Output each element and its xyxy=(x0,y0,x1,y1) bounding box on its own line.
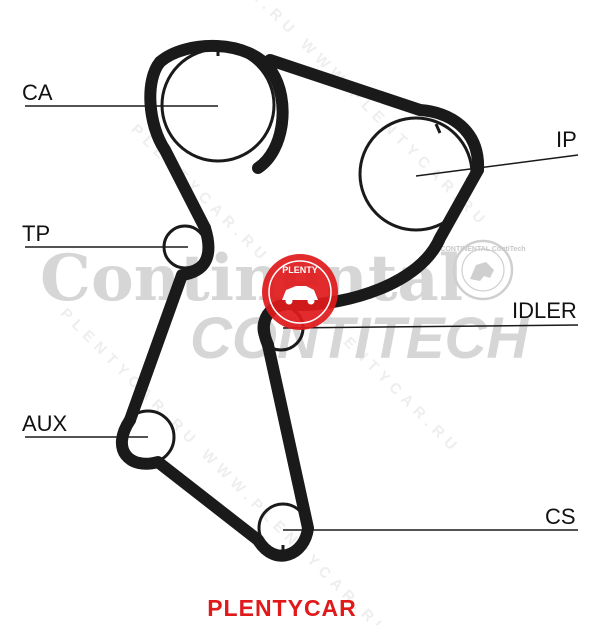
ca-pulley xyxy=(160,47,276,163)
timing-marks xyxy=(216,44,478,555)
badge-text: PLENTY xyxy=(282,265,318,275)
continental-seal: CONTINENTAL ContiTech xyxy=(440,239,526,301)
plentycar-badge: PLENTY xyxy=(262,254,338,330)
label-aux: AUX xyxy=(22,411,68,436)
contitech-watermark-text: CONTITECH xyxy=(190,306,529,371)
label-idler: IDLER xyxy=(512,298,577,323)
ip-pulley xyxy=(358,116,474,232)
car-icon xyxy=(282,286,318,305)
footer-brand: PLENTYCAR xyxy=(207,595,357,621)
label-ca: CA xyxy=(22,80,53,105)
horse-icon xyxy=(470,262,494,281)
leader-lines xyxy=(25,105,579,531)
label-ip: IP xyxy=(556,127,577,152)
seal-text: CONTINENTAL ContiTech xyxy=(440,246,525,253)
continental-watermark: Continental CONTITECH CONTINENTAL ContiT… xyxy=(40,239,529,371)
label-tp: TP xyxy=(22,221,50,246)
label-cs: CS xyxy=(545,504,576,529)
